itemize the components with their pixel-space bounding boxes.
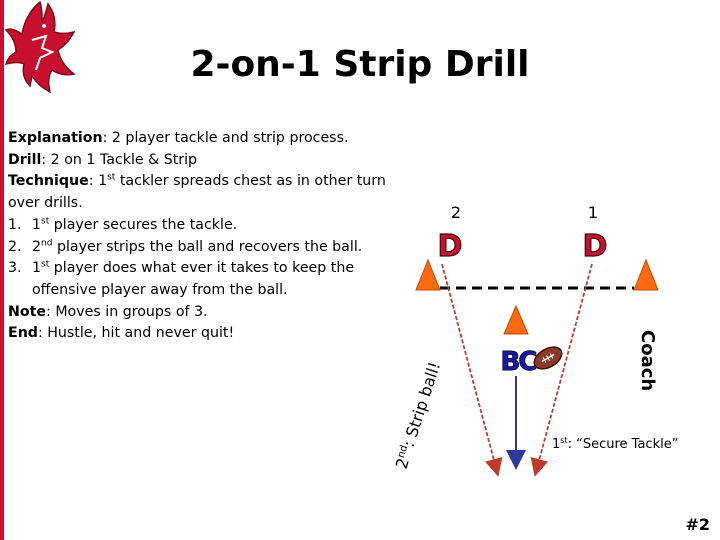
step-item: 2.2nd player strips the ball and recover… <box>8 237 363 255</box>
secure-tackle-label: 1st: “Secure Tackle” <box>552 436 678 452</box>
drill-line: Drill: 2 on 1 Tackle & Strip <box>8 151 198 168</box>
cone-left <box>415 258 441 291</box>
strip-ball-label: 2nd: Strip ball! <box>392 360 444 472</box>
football-icon <box>533 346 563 370</box>
explanation-line: Explanation: 2 player tackle and strip p… <box>8 130 349 146</box>
coach-label: Coach <box>637 330 658 391</box>
end-line: End: Hustle, hit and never quit! <box>8 325 235 342</box>
technique-line: Technique: 1st tackler spreads chest as … <box>8 172 386 212</box>
note-line: Note: Moves in groups of 3. <box>8 303 208 320</box>
step-item: 1.1st player secures the tackle. <box>8 216 238 233</box>
defender-1-path <box>530 263 593 477</box>
cone-middle <box>503 304 529 335</box>
defender-1-letter: D <box>583 229 608 264</box>
step-item: 3.1st player does what ever it takes to … <box>8 259 355 298</box>
defender-2-number: 2 <box>451 203 461 222</box>
ball-carrier-label: BC <box>501 347 537 377</box>
defender-2-path <box>441 263 503 477</box>
defender-2-letter: D <box>438 229 463 264</box>
drill-diagram: 2 1 D D BC Coach 2nd: Strip ball! 1st: “… <box>392 203 678 477</box>
left-accent-bar <box>0 0 4 540</box>
page-number: #2 <box>685 515 710 534</box>
steps-list: 1.1st player secures the tackle. 2.2nd p… <box>8 215 393 302</box>
defender-1-number: 1 <box>588 203 598 222</box>
falcon-logo-icon <box>4 0 76 94</box>
explanation-text-block: Explanation: 2 player tackle and strip p… <box>8 128 393 345</box>
cone-right <box>633 258 659 291</box>
slide-title: 2-on-1 Strip Drill <box>190 44 530 85</box>
